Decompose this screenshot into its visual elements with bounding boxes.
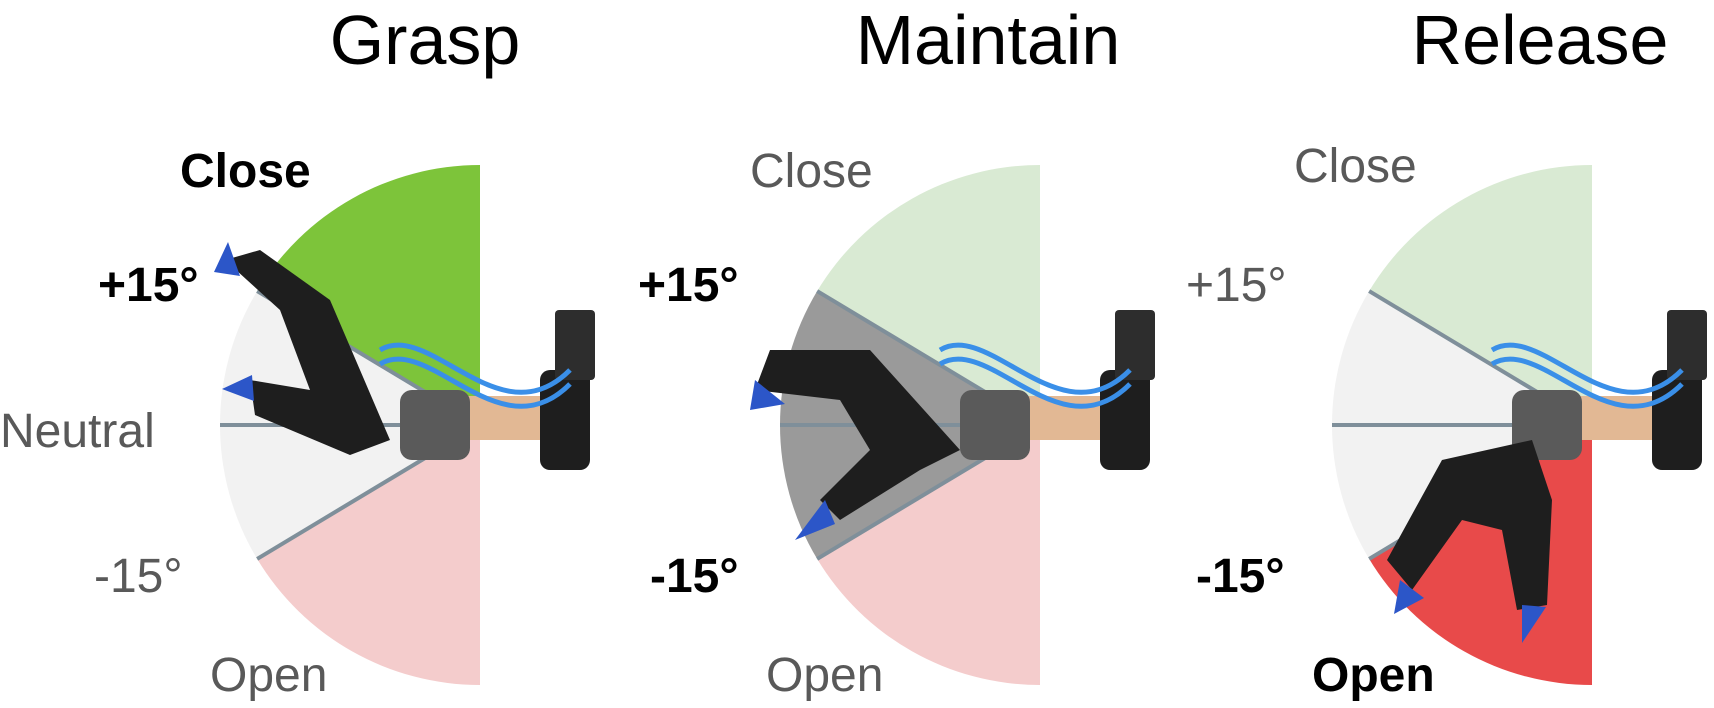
divider-plus15 xyxy=(1368,289,1559,407)
glove-hand xyxy=(750,310,1155,540)
zone-open xyxy=(817,425,1040,685)
thumb-tip xyxy=(222,375,254,401)
label-plus15: +15° xyxy=(638,259,739,312)
panel-title: Grasp xyxy=(329,1,521,79)
zone-close xyxy=(1369,165,1592,425)
fingertip xyxy=(214,242,240,276)
tube-1 xyxy=(938,356,1132,409)
glove-cuff xyxy=(960,390,1030,460)
thumb-tip xyxy=(795,500,835,540)
glove-cuff xyxy=(400,390,470,460)
tube-1 xyxy=(378,356,572,409)
divider-minus15 xyxy=(816,443,1007,561)
actuator-box xyxy=(1115,310,1155,380)
label-open: Open xyxy=(1312,649,1435,702)
panel-title: Maintain xyxy=(855,1,1121,79)
panel-maintain: Maintain Close +15° -15° Open xyxy=(570,0,1155,708)
glove-body xyxy=(755,350,960,520)
panel-grasp: Grasp Close +15° Neutral -15° Open xyxy=(0,0,595,708)
label-plus15: +15° xyxy=(98,259,199,312)
label-neutral: Neutral xyxy=(0,405,155,458)
fingertip xyxy=(750,380,785,410)
label-close: Close xyxy=(750,145,873,198)
zone-close xyxy=(257,165,480,425)
tube-1 xyxy=(1490,356,1684,409)
divider-minus15 xyxy=(256,443,447,561)
label-minus15: -15° xyxy=(1196,550,1285,603)
label-close: Close xyxy=(1294,140,1417,193)
thumb-tip xyxy=(1522,605,1546,643)
glove-hand xyxy=(214,242,595,470)
divider-plus15 xyxy=(816,289,1007,407)
label-minus15: -15° xyxy=(650,550,739,603)
label-open: Open xyxy=(766,649,884,702)
zone-diagram xyxy=(1332,165,1707,685)
tube-0 xyxy=(938,342,1132,395)
zone-diagram xyxy=(750,165,1155,685)
glove-body xyxy=(1387,440,1552,610)
label-close: Close xyxy=(180,145,311,198)
tube-0 xyxy=(378,342,572,395)
zone-open xyxy=(257,425,480,685)
tube-0 xyxy=(1490,342,1684,395)
zone-close xyxy=(817,165,1040,425)
actuator-box xyxy=(555,310,595,380)
glove-body xyxy=(225,250,390,455)
panel-release: Release Close +15° -15° Open xyxy=(1140,0,1714,708)
panel-title: Release xyxy=(1411,1,1669,79)
actuator-box xyxy=(1667,310,1707,380)
label-minus15: -15° xyxy=(94,550,183,603)
label-plus15: +15° xyxy=(1186,259,1287,312)
glove-hand xyxy=(1387,310,1707,643)
label-open: Open xyxy=(210,649,328,702)
fingertip xyxy=(1394,580,1424,614)
zone-diagram xyxy=(214,165,595,685)
